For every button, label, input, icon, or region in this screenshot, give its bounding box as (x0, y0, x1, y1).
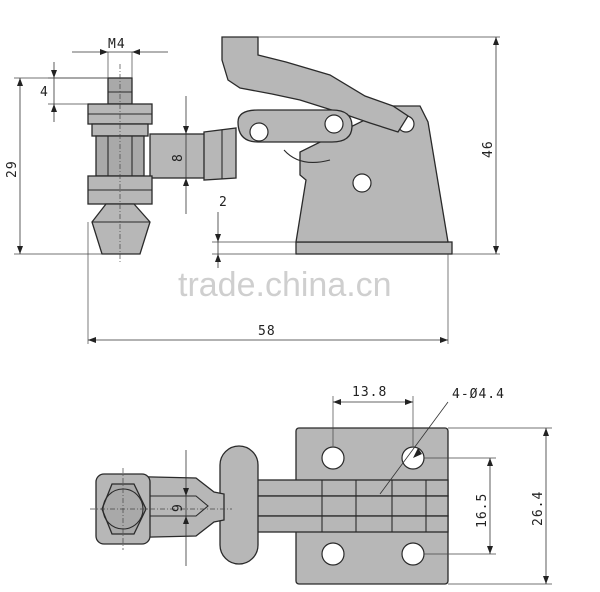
plan-view: 13.8 4-Ø4.4 9 16.5 26.4 (90, 385, 552, 585)
plan-arm-lower (255, 515, 449, 533)
dim-hole-spec: 4-Ø4.4 (452, 387, 505, 402)
dim-29: 29 (5, 160, 20, 178)
bracket-pivot-hole (352, 173, 372, 193)
plan-arm-middle (255, 495, 449, 517)
plan-arm-upper (255, 479, 449, 497)
plan-hole-bottom-left (321, 542, 345, 566)
dim-2: 2 (219, 195, 228, 210)
arm-neck (203, 127, 237, 181)
dim-16-5: 16.5 (475, 493, 490, 528)
spindle-tip (91, 203, 151, 255)
dim-13-8: 13.8 (352, 385, 387, 400)
base-plate (295, 241, 453, 255)
plan-hole-bottom-right (401, 542, 425, 566)
plan-handle (219, 445, 259, 565)
spindle-arm (149, 133, 207, 179)
link-lower-curve (283, 149, 331, 163)
dim-26-4: 26.4 (531, 491, 546, 526)
dim-58: 58 (258, 324, 276, 339)
plan-hole-top-left (321, 446, 345, 470)
side-view: M4 4 29 8 2 46 (5, 36, 500, 344)
link-right-hole (324, 114, 344, 134)
dim-46: 46 (481, 140, 496, 158)
watermark: trade.china.cn (178, 266, 392, 304)
link-left-hole (249, 122, 269, 142)
handle-lever (221, 36, 409, 133)
dim-4: 4 (40, 85, 49, 100)
dim-9: 9 (171, 503, 186, 512)
dim-8: 8 (171, 153, 186, 162)
dim-m4: M4 (108, 37, 126, 52)
fork-slot (140, 495, 209, 517)
hole-leader (379, 401, 449, 495)
